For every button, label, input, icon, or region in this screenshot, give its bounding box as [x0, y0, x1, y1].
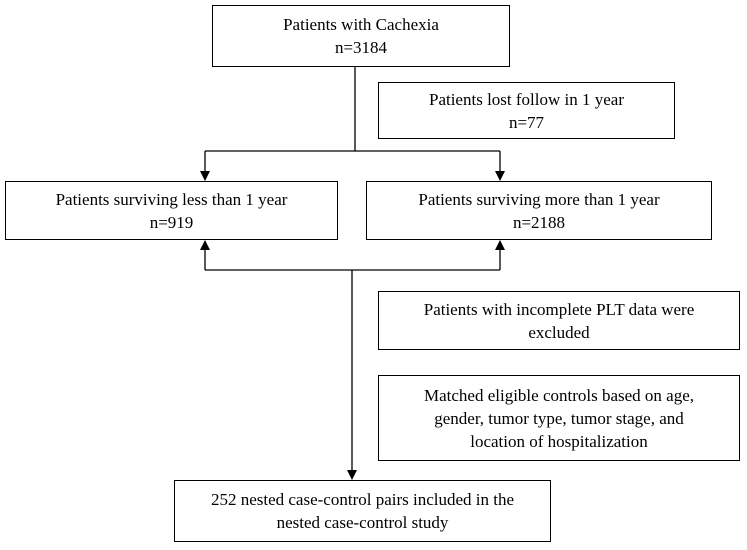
- lost-followup-title: Patients lost follow in 1 year: [428, 89, 624, 109]
- cohort-box: Patients with Cachexia n=3184: [212, 5, 510, 67]
- long-survival-title: Patients surviving more than 1 year: [418, 189, 660, 209]
- matching-criteria-box: Matched eligible controls based on age, …: [378, 375, 740, 461]
- lost-followup-count: n=77: [508, 112, 545, 132]
- matching-line-1: Matched eligible controls based on age,: [423, 385, 695, 405]
- short-survival-box: Patients surviving less than 1 year n=91…: [5, 181, 338, 240]
- cohort-title: Patients with Cachexia: [283, 15, 439, 34]
- lost-followup-box: Patients lost follow in 1 year n=77: [378, 82, 675, 139]
- excluded-line-2: excluded: [528, 322, 590, 342]
- short-survival-count: n=919: [149, 212, 194, 232]
- matching-line-2: gender, tumor type, tumor stage, and: [434, 408, 684, 428]
- final-line-2: nested case-control study: [276, 513, 449, 532]
- long-survival-box: Patients surviving more than 1 year n=21…: [366, 181, 712, 240]
- final-line-1: 252 nested case-control pairs included i…: [210, 490, 515, 509]
- short-survival-title: Patients surviving less than 1 year: [55, 189, 288, 209]
- matching-line-3: location of hospitalization: [470, 431, 648, 451]
- excluded-box: Patients with incomplete PLT data were e…: [378, 291, 740, 350]
- long-survival-count: n=2188: [512, 212, 566, 232]
- excluded-line-1: Patients with incomplete PLT data were: [423, 299, 695, 319]
- final-pairs-box: 252 nested case-control pairs included i…: [174, 480, 551, 542]
- cohort-count: n=3184: [334, 38, 388, 57]
